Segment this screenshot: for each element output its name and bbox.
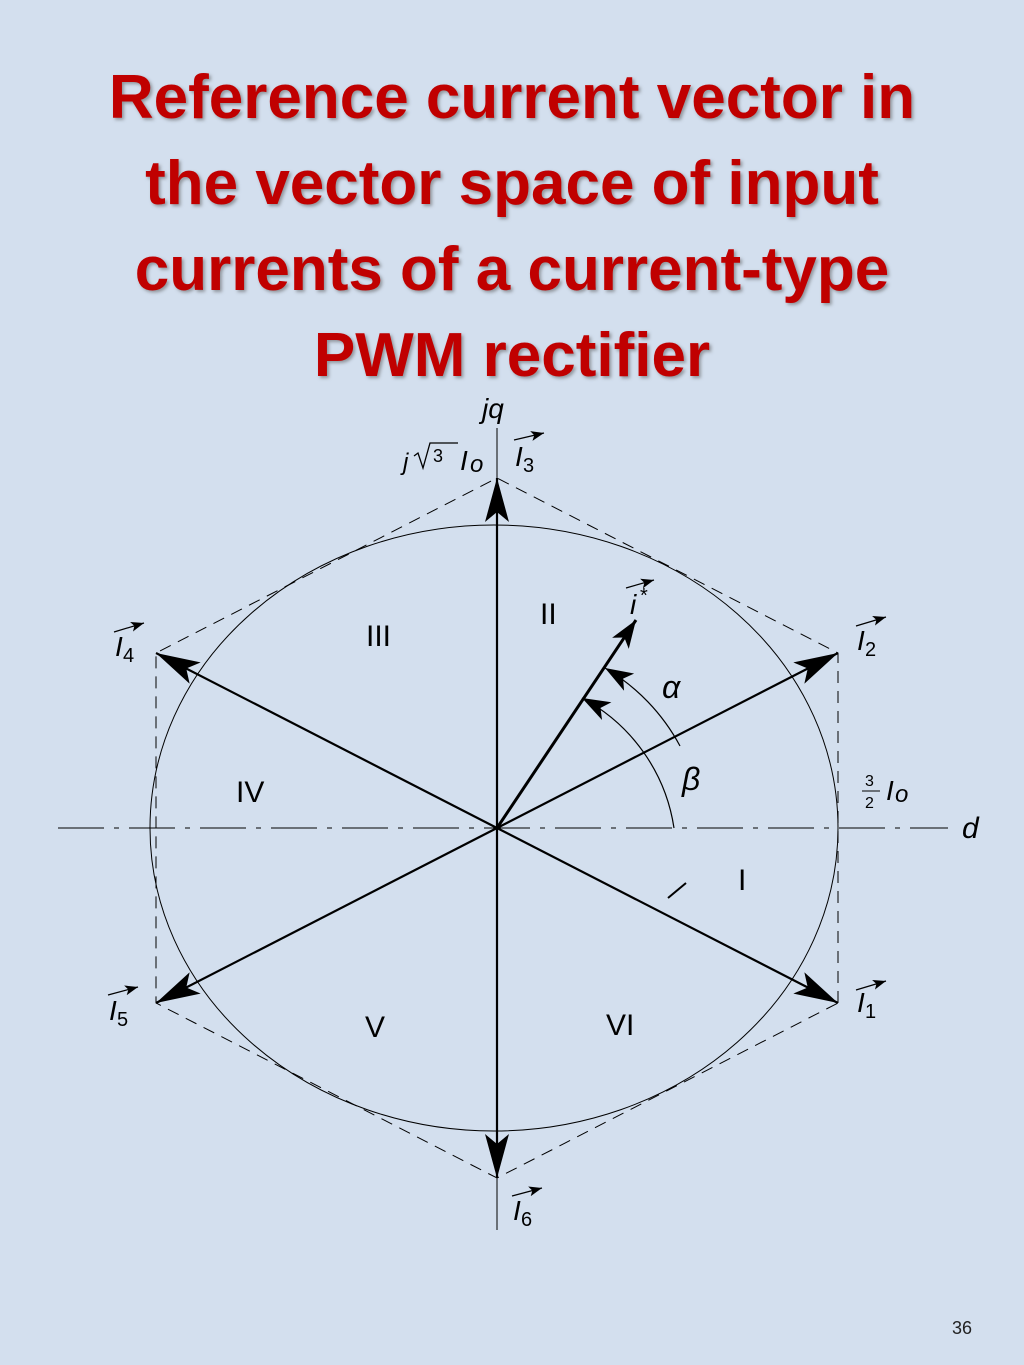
radicand-label: 3	[433, 446, 443, 466]
title-line-3: currents of a current-type	[134, 235, 890, 304]
i6-label: I	[513, 1195, 521, 1226]
horizontal-unit-sub: o	[895, 781, 908, 808]
fraction-denominator: 2	[865, 795, 874, 812]
j-label: j	[400, 449, 409, 476]
vector-i5-arrow	[155, 827, 498, 1004]
i-star-sup: *	[640, 585, 648, 607]
i3-overarrow	[513, 431, 545, 441]
sqrt-icon	[413, 442, 458, 471]
i4-overarrow	[113, 621, 145, 633]
slide-number: 36	[951, 1318, 972, 1338]
vector-i4-arrow	[155, 652, 498, 829]
sector-label-ii: II	[540, 598, 557, 631]
i2-sub: 2	[865, 639, 876, 661]
sector-tick	[667, 882, 687, 899]
beta-arc	[581, 697, 675, 829]
horizontal-unit-label: I	[886, 775, 894, 806]
i2-overarrow	[855, 615, 887, 627]
i5-overarrow	[107, 985, 139, 996]
sector-label-iv: IV	[236, 776, 264, 809]
reference-vector-arrow	[495, 619, 638, 829]
i4-label: I	[115, 631, 123, 662]
alpha-arc	[604, 667, 681, 747]
fraction-numerator: 3	[865, 773, 874, 790]
i1-overarrow	[855, 979, 887, 991]
sector-label-iii: III	[366, 620, 391, 653]
vector-i1-arrow	[496, 827, 839, 1004]
slide-title: Reference current vector in the vector s…	[40, 55, 984, 399]
title-line-4: PWM rectifier	[313, 321, 711, 390]
i3-label: I	[515, 441, 523, 472]
i-star-overarrow	[625, 578, 655, 589]
i4-sub: 4	[123, 645, 134, 667]
sector-label-i: I	[738, 864, 746, 897]
d-axis-label: d	[962, 812, 980, 845]
i-star-label: i	[630, 589, 637, 620]
title-line-2: the vector space of input	[145, 149, 879, 218]
i6-sub: 6	[521, 1209, 532, 1231]
vertical-unit-label: I	[460, 445, 468, 476]
i3-sub: 3	[523, 455, 534, 477]
vertical-unit-sub: o	[470, 451, 483, 478]
inscribed-circle	[149, 524, 839, 1132]
sector-label-v: V	[365, 1011, 385, 1044]
beta-label: β	[681, 761, 700, 797]
alpha-label: α	[662, 669, 681, 705]
i5-sub: 5	[117, 1009, 128, 1031]
i6-overarrow	[511, 1186, 543, 1197]
i2-label: I	[857, 625, 865, 656]
jq-axis-label: jq	[478, 393, 504, 424]
i1-label: I	[857, 987, 865, 1018]
i5-label: I	[109, 995, 117, 1026]
vector-i2-arrow	[496, 652, 839, 829]
sector-label-vi: VI	[606, 1009, 634, 1042]
i1-sub: 1	[865, 1001, 876, 1023]
title-line-1: Reference current vector in	[108, 63, 916, 132]
